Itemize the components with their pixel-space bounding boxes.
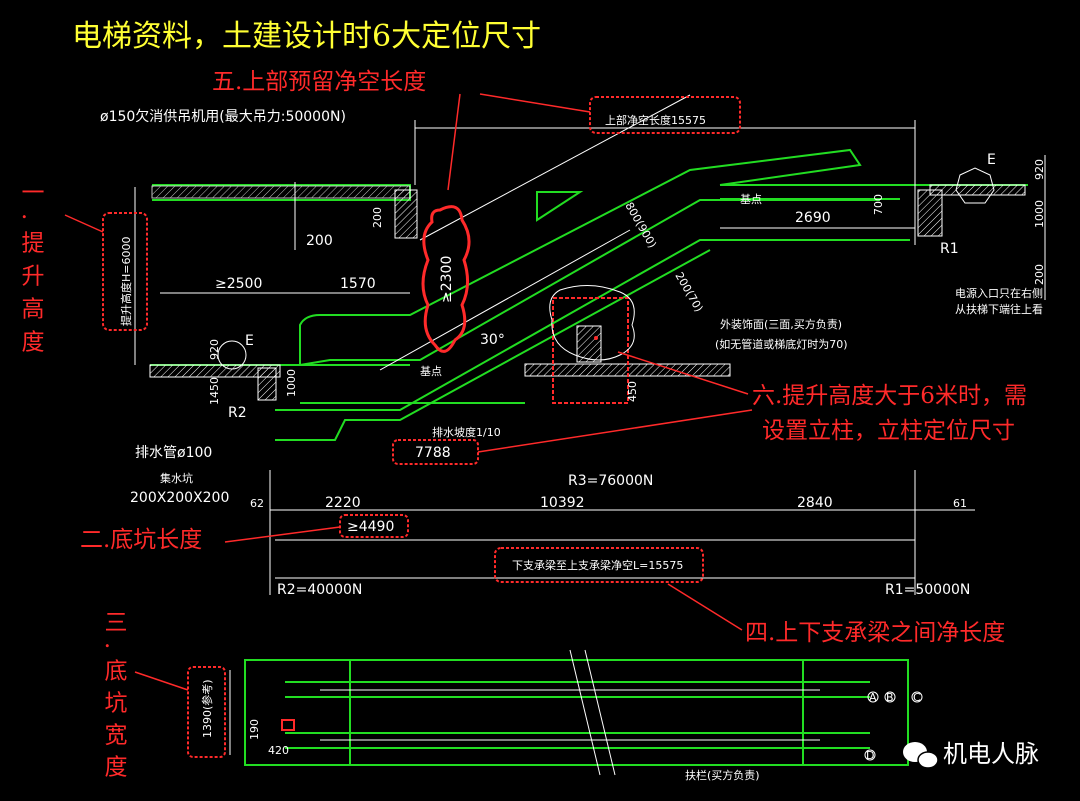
- dim-1570: 1570: [340, 276, 376, 292]
- detail-markers: [217, 167, 995, 370]
- rise-height-label: 提升高度H=6000: [119, 237, 133, 326]
- r2n-label: R2=40000N: [277, 582, 362, 598]
- annotation-6-line2: 设置立柱，立柱定位尺寸: [762, 418, 1015, 444]
- annotation-4: 四.上下支承梁之间净长度: [745, 620, 1005, 646]
- annotation-6-line1: 六.提升高度大于6米时，需: [752, 383, 1027, 409]
- annotation-2: 二.底坑长度: [80, 527, 202, 553]
- annotation-3: 三.底坑宽度: [100, 610, 128, 786]
- r3-label: R3=76000N: [568, 473, 653, 489]
- plan-view: [229, 649, 909, 776]
- column-cloud: [549, 285, 635, 361]
- dim-190: 190: [248, 719, 261, 740]
- drain-label: 排水管ø100: [135, 445, 212, 461]
- dim-2300: ≥2300: [439, 256, 455, 303]
- dim-800: 800(900): [622, 200, 659, 250]
- finish-note-1: 外装饰面(三面,买方负责): [720, 317, 842, 331]
- dim-2500: ≥2500: [215, 276, 262, 292]
- base-point-top: 基点: [740, 193, 762, 206]
- column-callout-dot: [594, 336, 598, 340]
- dim-200a: 200: [306, 233, 333, 249]
- dim-1450: 1450: [208, 377, 221, 405]
- watermark: 机电人脉: [943, 740, 1039, 768]
- dim-200d: 200: [371, 207, 384, 228]
- annotation-5: 五.上部预留净空长度: [212, 69, 426, 95]
- r1-label: R1: [940, 241, 959, 257]
- pit-label: 集水坑: [160, 471, 193, 485]
- base-point-bottom: 基点: [420, 365, 442, 378]
- annotation-1: 一.提升高度: [17, 180, 45, 362]
- dim-920b: 920: [208, 339, 221, 360]
- dim-4490: ≥4490: [347, 519, 394, 535]
- upper-guide-line: [419, 94, 691, 241]
- detail-e-top: E: [987, 152, 996, 168]
- r2-label: R2: [228, 405, 247, 421]
- grid-markers: [864, 691, 923, 761]
- slope-label: 排水坡度1/10: [432, 425, 501, 439]
- dim-1000a: 1000: [1033, 200, 1046, 228]
- dim-1390: 1390(参考): [200, 679, 214, 738]
- dim-200c: 200: [1033, 264, 1046, 285]
- top-clearance-label: 上部净空长度15575: [605, 113, 706, 127]
- upper-left-floor-hatch: [151, 185, 411, 199]
- page-title: 电梯资料，土建设计时6大定位尺寸: [72, 19, 541, 54]
- grid-b: B: [886, 691, 894, 704]
- detail-e-left: E: [245, 333, 254, 349]
- dim-1000b: 1000: [285, 369, 298, 397]
- wechat-icon: [903, 742, 939, 769]
- grid-a: A: [869, 691, 877, 704]
- dim-2690: 2690: [795, 210, 831, 226]
- power-note-2: 从扶梯下端往上看: [955, 302, 1043, 316]
- dim-700: 700: [872, 194, 885, 215]
- pit-size: 200X200X200: [130, 490, 229, 506]
- dim-920a: 920: [1033, 159, 1046, 180]
- lower-floor-hatch: [149, 364, 281, 378]
- dim-7788: 7788: [415, 445, 451, 461]
- dim-10392: 10392: [540, 495, 585, 511]
- grid-c: C: [913, 691, 921, 704]
- dim-61: 61: [953, 497, 967, 510]
- escalator-truss: [275, 148, 910, 441]
- handrail-label: 扶栏(买方负责): [685, 768, 760, 782]
- dimension-lines: [134, 120, 1046, 595]
- column-outline: [552, 297, 629, 404]
- dim-450: 450: [626, 381, 639, 402]
- hoist-note: ø150欠消供吊机用(最大吊力:50000N): [100, 109, 346, 125]
- incline-centerline: [379, 229, 631, 371]
- grid-d: D: [866, 749, 874, 762]
- upper-right-floor-hatch: [929, 184, 1026, 196]
- dim-30deg: 30°: [480, 332, 505, 348]
- dim-420: 420: [268, 744, 289, 757]
- annotation-arrows: [64, 93, 753, 691]
- r1n-label: R1=50000N: [885, 582, 970, 598]
- pit-wall-hatch: [257, 367, 277, 401]
- finish-note-2: (如无管道或梯底灯时为70): [715, 337, 848, 351]
- power-note-1: 电源入口只在右侧: [955, 286, 1043, 300]
- dim-2220: 2220: [325, 495, 361, 511]
- span-label: 下支承梁至上支承梁净空L=15575: [512, 558, 683, 572]
- highlight-boxes: [102, 96, 741, 758]
- upper-right-wall-hatch: [917, 189, 943, 237]
- dim-200-70: 200(70): [672, 270, 705, 314]
- column-hatch: [576, 325, 602, 363]
- clearance-cloud: [421, 205, 471, 353]
- dim-2840: 2840: [797, 495, 833, 511]
- dim-62: 62: [250, 497, 264, 510]
